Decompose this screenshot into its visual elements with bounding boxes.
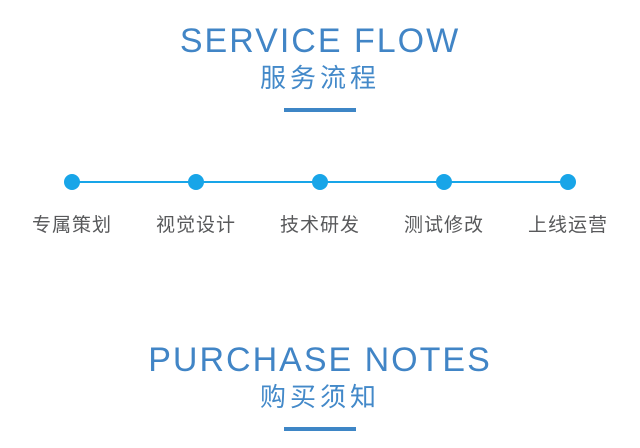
- timeline-dot: [312, 174, 328, 190]
- timeline-step-launch: 上线运营: [520, 174, 616, 237]
- timeline-step-label: 专属策划: [31, 215, 112, 236]
- timeline-step-testing: 测试修改: [396, 174, 492, 237]
- timeline-dot: [560, 174, 576, 190]
- timeline-dot: [188, 174, 204, 190]
- timeline-step-label: 技术研发: [279, 215, 360, 236]
- purchase-notes-title-en: PURCHASE NOTES: [148, 341, 492, 379]
- timeline-step-visual-design: 视觉设计: [148, 174, 244, 237]
- service-flow-header: SERVICE FLOW 服务流程: [0, 0, 640, 112]
- purchase-notes-header: PURCHASE NOTES 购买须知: [0, 237, 640, 431]
- timeline-step-development: 技术研发: [272, 174, 368, 237]
- purchase-notes-title-zh: 购买须知: [259, 382, 380, 412]
- timeline-step-label: 上线运营: [527, 215, 608, 236]
- timeline-step-planning: 专属策划: [24, 174, 120, 237]
- purchase-notes-underline: [284, 427, 356, 431]
- service-flow-title-zh: 服务流程: [259, 63, 380, 93]
- timeline-step-label: 测试修改: [403, 215, 484, 236]
- timeline-dot: [64, 174, 80, 190]
- service-flow-title-en: SERVICE FLOW: [179, 22, 461, 60]
- timeline-dot: [436, 174, 452, 190]
- service-flow-underline: [284, 108, 356, 112]
- service-flow-timeline: 专属策划 视觉设计 技术研发 测试修改 上线运营: [24, 174, 616, 237]
- timeline-step-label: 视觉设计: [155, 215, 236, 236]
